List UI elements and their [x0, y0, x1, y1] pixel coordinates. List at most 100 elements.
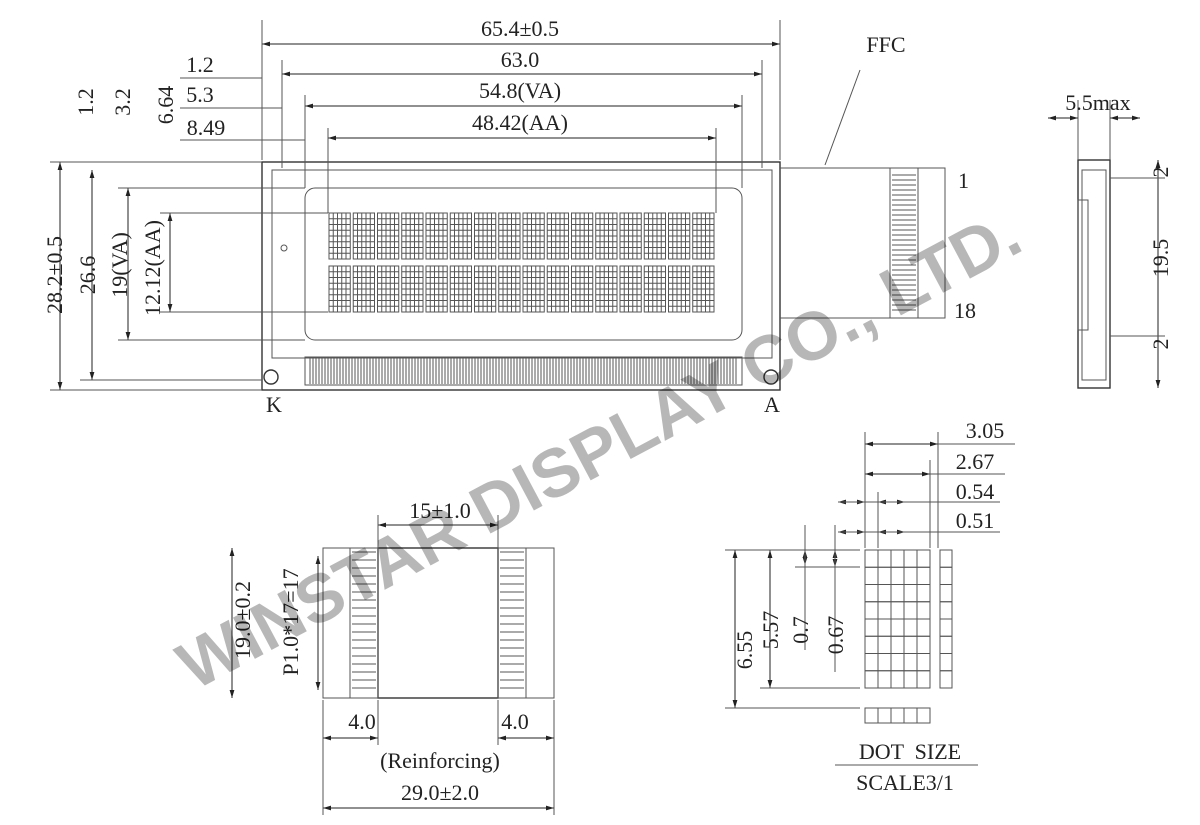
- dim-width-bezel: 63.0: [501, 47, 540, 72]
- dot: [903, 635, 918, 654]
- dim-vert-3: 6.64: [153, 86, 178, 125]
- dim-vert-2: 3.2: [110, 88, 135, 116]
- connector: [917, 167, 946, 319]
- next-char-dot: [939, 653, 953, 672]
- dot: [864, 670, 879, 689]
- dim-char-pitch: 3.05: [966, 418, 1005, 443]
- next-char-dot: [939, 549, 953, 568]
- dot: [864, 635, 879, 654]
- contacts-right: [497, 547, 527, 699]
- dim-offset-3: 8.49: [187, 115, 226, 140]
- next-char-dot: [939, 566, 953, 585]
- dot: [877, 584, 892, 603]
- dot: [916, 584, 931, 603]
- next-char-dot: [939, 584, 953, 603]
- dim-side-top: 2: [1148, 167, 1173, 178]
- dot: [877, 618, 892, 637]
- pin-first-label: 1: [958, 168, 969, 193]
- dim-ffc-height: 19.0±0.2: [230, 581, 255, 659]
- cursor-dot: [877, 707, 892, 724]
- dot: [877, 670, 892, 689]
- reinforce-right: [525, 547, 555, 699]
- dim-dot-vpitch: 0.7: [788, 616, 813, 644]
- mount-hole-a: [763, 369, 779, 385]
- dim-reinforce-right: 4.0: [501, 709, 529, 734]
- dim-char-vpitch: 6.55: [732, 631, 757, 670]
- dot: [903, 601, 918, 620]
- dot: [916, 635, 931, 654]
- dim-ffc-length: 29.0±2.0: [401, 780, 479, 805]
- reinforcing-label: (Reinforcing): [380, 748, 500, 773]
- drawing-geometry: [50, 20, 1165, 815]
- dot-scale-label: SCALE3/1: [856, 770, 954, 795]
- ffc-label: FFC: [866, 32, 905, 57]
- dot: [877, 653, 892, 672]
- marker-circle: [280, 244, 288, 252]
- side-view-outline: [1077, 159, 1111, 389]
- dim-thickness: 5.5max: [1065, 90, 1130, 115]
- dot: [890, 653, 905, 672]
- dot: [903, 618, 918, 637]
- dim-side-height: 19.5: [1148, 239, 1173, 278]
- contacts-left: [349, 547, 379, 699]
- pin-last-label: 18: [954, 298, 976, 323]
- next-char-dot: [939, 601, 953, 620]
- dot-size-title: DOT SIZE: [859, 739, 961, 764]
- dot: [877, 601, 892, 620]
- dim-dot-pitch: 0.54: [956, 479, 995, 504]
- dot: [903, 566, 918, 585]
- dot: [916, 566, 931, 585]
- dot: [864, 653, 879, 672]
- dot: [916, 653, 931, 672]
- dot: [916, 670, 931, 689]
- mount-hole-k: [263, 369, 279, 385]
- dot: [890, 584, 905, 603]
- next-char-dot: [939, 618, 953, 637]
- dot: [890, 618, 905, 637]
- module-outline: [261, 161, 781, 391]
- dot: [903, 549, 918, 568]
- led-strip: [304, 356, 743, 386]
- dim-side-bottom: 2: [1148, 339, 1173, 350]
- dot: [864, 549, 879, 568]
- dim-vert-1: 1.2: [73, 88, 98, 116]
- dot: [864, 584, 879, 603]
- dim-offset-2: 5.3: [186, 82, 214, 107]
- next-char-dot: [939, 635, 953, 654]
- dim-ffc-pitch: P1.0*17=17: [278, 568, 303, 675]
- cursor-dot: [890, 707, 905, 724]
- cursor-dot: [916, 707, 931, 724]
- side-view-glass: [1077, 199, 1089, 331]
- next-char-dot: [939, 670, 953, 689]
- dot: [877, 549, 892, 568]
- anode-label: A: [764, 392, 780, 417]
- cathode-label: K: [266, 392, 282, 417]
- dot: [916, 601, 931, 620]
- dot: [903, 653, 918, 672]
- cursor-dot: [903, 707, 918, 724]
- dim-dot-width: 0.51: [956, 508, 995, 533]
- dot: [903, 670, 918, 689]
- dim-reinforce-left: 4.0: [348, 709, 376, 734]
- dot: [864, 618, 879, 637]
- side-view-inner: [1081, 169, 1107, 381]
- dot: [890, 566, 905, 585]
- dim-char-width: 2.67: [956, 449, 995, 474]
- dot: [890, 635, 905, 654]
- dim-char-height: 5.57: [758, 611, 783, 650]
- dot: [864, 566, 879, 585]
- dim-width-outline: 65.4±0.5: [481, 16, 559, 41]
- dim-ffc-body: 15±1.0: [409, 498, 471, 523]
- dot: [890, 670, 905, 689]
- dim-width-va: 54.8(VA): [479, 78, 561, 103]
- dim-height-bezel: 26.6: [75, 256, 100, 295]
- dot: [916, 549, 931, 568]
- dot: [903, 584, 918, 603]
- dim-height-outline: 28.2±0.5: [42, 236, 67, 314]
- dim-height-va: 19(VA): [107, 232, 132, 298]
- dot: [890, 601, 905, 620]
- dot: [877, 635, 892, 654]
- dot: [890, 549, 905, 568]
- dim-width-aa: 48.42(AA): [472, 110, 568, 135]
